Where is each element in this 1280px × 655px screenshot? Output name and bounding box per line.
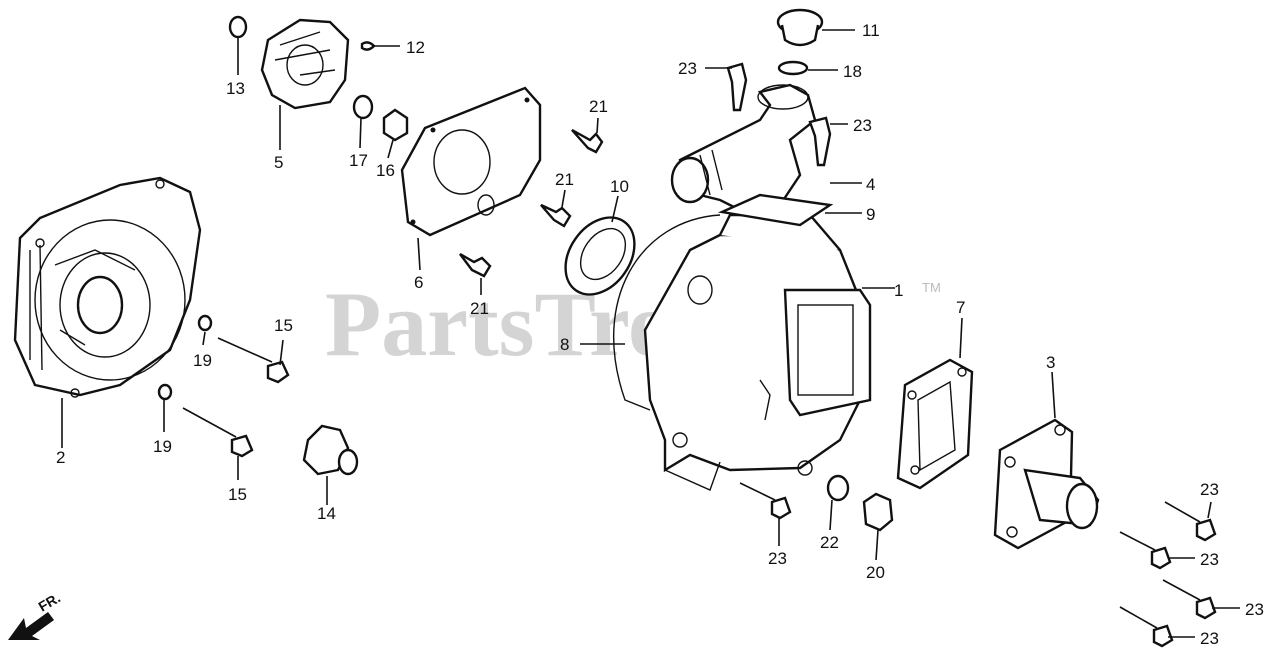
callout-22: 22 — [820, 533, 839, 552]
part-2-pump-cover — [13, 176, 202, 398]
part-22-washer — [826, 474, 850, 502]
callout-17: 17 — [349, 151, 368, 170]
part-13-washer — [228, 15, 248, 39]
callout-2: 2 — [56, 448, 65, 467]
part-14-drain-plug — [302, 424, 359, 476]
callout-23-c: 23 — [768, 549, 787, 568]
part-9-gasket — [717, 193, 834, 227]
callout-5: 5 — [274, 153, 283, 172]
callout-21-c: 21 — [470, 299, 489, 318]
callout-19-b: 19 — [153, 437, 172, 456]
part-23-bolt-right-1 — [1164, 501, 1217, 542]
front-direction-arrow-icon — [8, 612, 54, 640]
part-17-washer — [352, 94, 374, 120]
part-21-bolt-a — [571, 128, 604, 154]
part-23-bolt-upper-left — [726, 62, 748, 112]
callout-16: 16 — [376, 161, 395, 180]
callout-23-e: 23 — [1200, 550, 1219, 569]
callout-20: 20 — [866, 563, 885, 582]
callout-9: 9 — [866, 205, 875, 224]
part-15-bolt-b — [182, 407, 254, 458]
part-10-seal — [564, 216, 636, 296]
part-23-bolt-lower-center — [739, 482, 792, 520]
part-5-impeller — [260, 18, 350, 110]
part-1-pump-casing — [643, 213, 872, 491]
part-21-bolt-c — [459, 252, 492, 278]
callout-3: 3 — [1046, 353, 1055, 372]
callout-18: 18 — [843, 62, 862, 81]
part-8-o-ring — [612, 214, 721, 411]
callout-19-a: 19 — [193, 351, 212, 370]
part-20-plug — [862, 492, 894, 532]
part-19-washer-b — [157, 383, 173, 401]
leader-lines — [61, 29, 1240, 638]
part-19-washer-a — [197, 314, 213, 332]
callout-1: 1 — [894, 281, 903, 300]
part-18-o-ring — [777, 60, 809, 76]
part-23-bolt-upper-right — [808, 116, 832, 167]
callout-23-b: 23 — [853, 116, 872, 135]
callout-12: 12 — [406, 38, 425, 57]
callout-10: 10 — [610, 177, 629, 196]
part-7-gasket — [896, 358, 974, 490]
callout-23-f: 23 — [1245, 600, 1264, 619]
watermark: PartsTree — [325, 273, 710, 375]
part-23-bolt-right-4 — [1119, 606, 1174, 648]
callout-23-g: 23 — [1200, 629, 1219, 648]
part-4-suction-elbow — [670, 83, 817, 212]
callout-15-b: 15 — [228, 485, 247, 504]
callout-11: 11 — [862, 21, 880, 40]
part-3-discharge-flange — [993, 418, 1100, 550]
callout-labels: 1 2 3 4 5 6 7 8 9 10 11 12 13 14 15 15 1… — [56, 21, 1264, 648]
part-15-bolt-a — [217, 337, 290, 384]
callout-23-d: 23 — [1200, 480, 1219, 499]
callout-21-b: 21 — [555, 170, 574, 189]
callout-13: 13 — [226, 79, 245, 98]
part-23-bolt-right-3 — [1162, 579, 1217, 620]
callout-21-a: 21 — [589, 97, 608, 116]
part-21-bolt-b — [540, 203, 572, 228]
callout-14: 14 — [317, 504, 336, 523]
callout-7: 7 — [956, 298, 965, 317]
front-direction-label: FR. — [36, 589, 64, 614]
callout-15-a: 15 — [274, 316, 293, 335]
part-23-bolt-right-2 — [1119, 531, 1172, 570]
callout-23-a: 23 — [678, 59, 697, 78]
callout-6: 6 — [414, 273, 423, 292]
callout-4: 4 — [866, 175, 875, 194]
watermark-trademark: TM — [922, 280, 941, 295]
callout-8: 8 — [560, 335, 569, 354]
part-16-nut — [382, 108, 409, 142]
part-6-plate — [400, 86, 542, 237]
part-11-filler-cap — [776, 8, 824, 47]
